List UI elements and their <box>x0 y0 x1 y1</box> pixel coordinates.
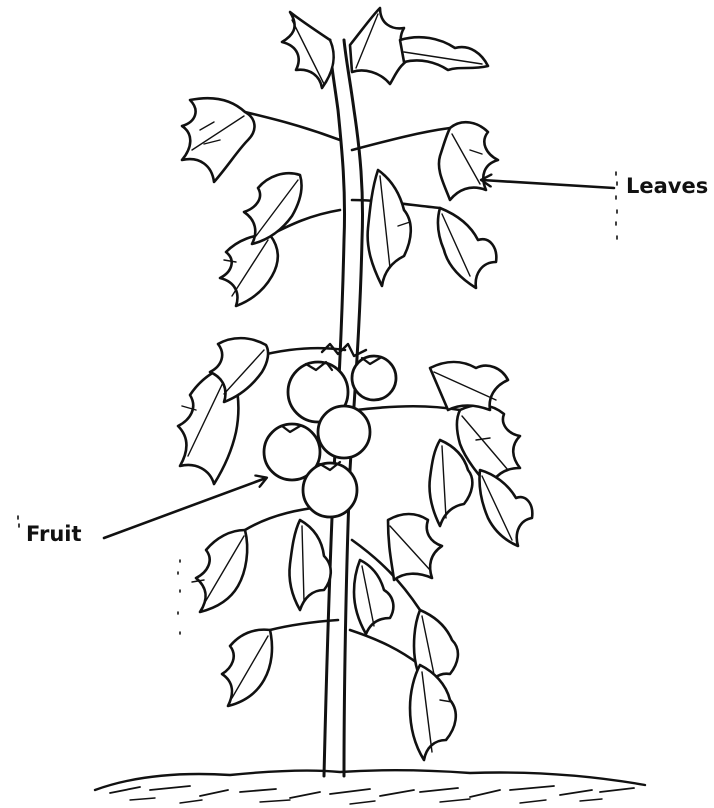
fruit-label: Fruit <box>26 522 82 546</box>
ground-soil <box>95 770 645 804</box>
fruits <box>264 344 396 517</box>
leaf <box>289 520 330 610</box>
leaf <box>368 170 411 286</box>
leaf <box>410 665 456 760</box>
leaf <box>479 470 532 546</box>
leaves-label: Leaves <box>626 174 708 198</box>
leaves-arrow <box>482 180 614 188</box>
leaf <box>438 208 496 288</box>
tomato <box>303 463 357 517</box>
annotation-arrows <box>104 180 614 538</box>
leaf <box>282 12 334 88</box>
leaf <box>439 122 498 200</box>
leaf <box>388 514 442 580</box>
leaf <box>430 362 508 410</box>
tomato <box>318 406 370 458</box>
leaf <box>244 173 302 244</box>
